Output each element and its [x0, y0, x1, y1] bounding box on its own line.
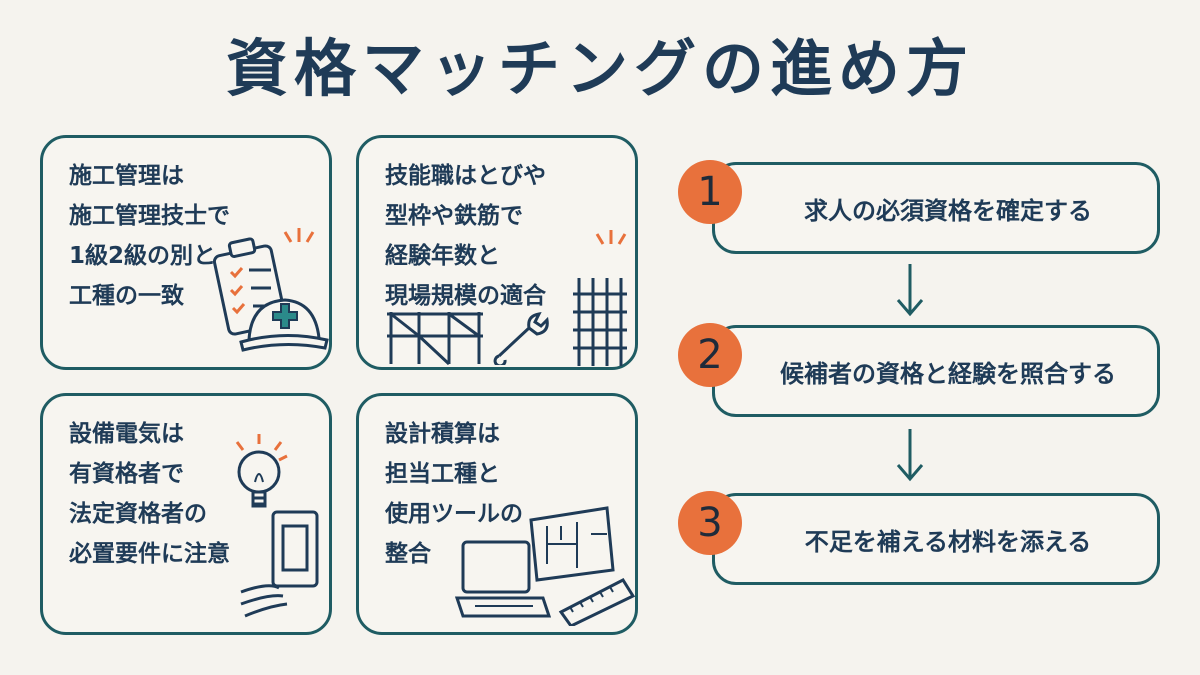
card-electrical-facilities: 設備電気は 有資格者で 法定資格者の 必置要件に注意: [40, 393, 332, 635]
arrow-down-icon: [896, 429, 924, 482]
blueprint-icon: [529, 506, 615, 582]
wrench-icon: [493, 312, 549, 365]
step-3: 不足を補える材料を添える: [712, 493, 1160, 585]
step-1: 求人の必須資格を確定する: [712, 162, 1160, 254]
card-construction-management: 施工管理は 施工管理技士で 1級2級の別と 工種の一致: [40, 135, 332, 370]
step-number-badge: 2: [678, 323, 742, 387]
step-label: 求人の必須資格を確定する: [804, 196, 1092, 225]
card-text: 技能職はとびや 型枠や鉄筋で 経験年数と 現場規模の適合: [385, 163, 546, 309]
accent-marks-icon: [283, 228, 315, 243]
light-bulb-icon: [235, 434, 288, 508]
electrical-panel-icon: [240, 510, 319, 618]
card-text: 施工管理は 施工管理技士で 1級2級の別と 工種の一致: [69, 163, 230, 309]
rebar-grid-icon: [573, 278, 627, 366]
card-design-estimation: 設計積算は 担当工種と 使用ツールの 整合: [356, 393, 638, 635]
step-label: 不足を補える材料を添える: [804, 527, 1092, 556]
laptop-icon: [455, 540, 551, 618]
card-text: 設備電気は 有資格者で 法定資格者の 必置要件に注意: [69, 421, 230, 567]
hard-hat-icon: [239, 298, 329, 352]
ruler-icon: [558, 578, 636, 626]
step-label: 候補者の資格と経験を照合する: [780, 359, 1116, 388]
scaffold-icon: [387, 312, 483, 366]
card-text: 設計積算は 担当工種と 使用ツールの 整合: [385, 421, 523, 567]
arrow-down-icon: [896, 264, 924, 317]
accent-marks-icon: [595, 230, 627, 245]
step-2: 候補者の資格と経験を照合する: [712, 325, 1160, 417]
card-skilled-trades: 技能職はとびや 型枠や鉄筋で 経験年数と 現場規模の適合: [356, 135, 638, 370]
step-number-badge: 3: [678, 491, 742, 555]
step-number-badge: 1: [678, 160, 742, 224]
page-title: 資格マッチングの進め方: [225, 32, 974, 105]
